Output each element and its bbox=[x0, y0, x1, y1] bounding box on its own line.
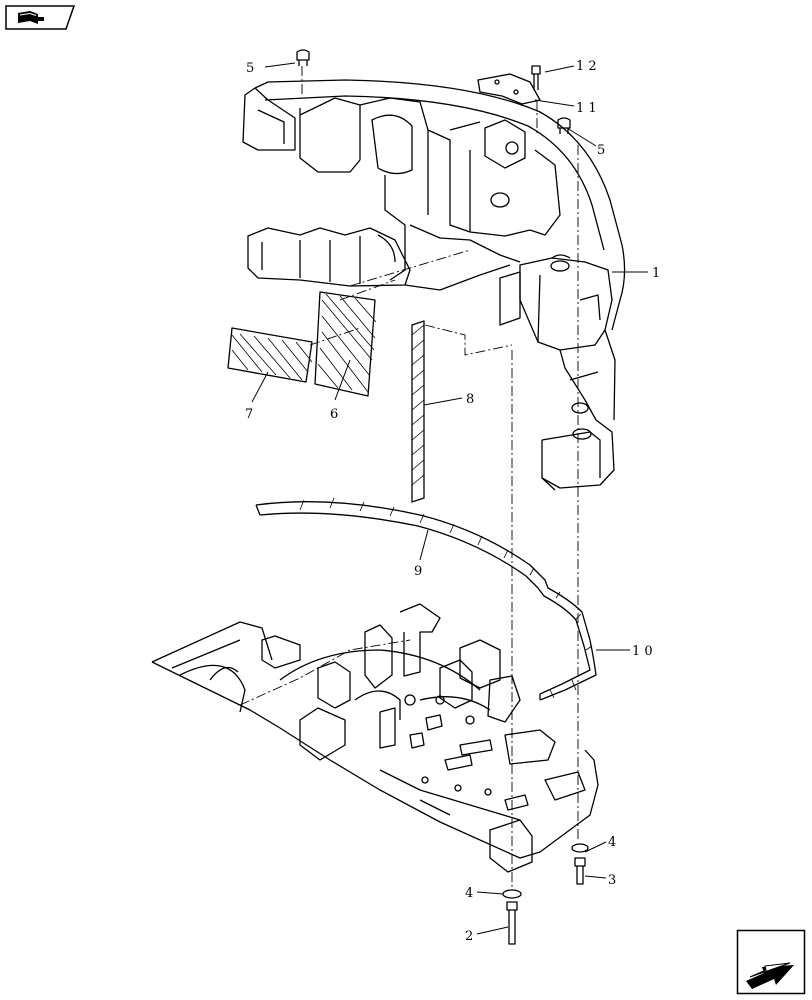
callout-11: 1 1 bbox=[576, 101, 597, 116]
back-to-index-button[interactable] bbox=[4, 4, 76, 31]
next-page-button[interactable] bbox=[736, 929, 806, 995]
leader-lines bbox=[251, 62, 648, 935]
pad-part-6 bbox=[314, 291, 376, 397]
callout-7: 7 bbox=[245, 407, 253, 422]
bottom-bolts bbox=[502, 843, 589, 945]
counterweight-part bbox=[242, 79, 626, 491]
alignment-lines bbox=[239, 66, 579, 890]
next-page-arrow-icon bbox=[736, 929, 806, 995]
callout-1: 1 bbox=[652, 266, 660, 281]
pad-part-7 bbox=[227, 327, 313, 383]
callout-12: 1 2 bbox=[576, 59, 597, 74]
callout-5-top-right: 5 bbox=[597, 143, 605, 158]
callout-2: 2 bbox=[465, 929, 473, 944]
callout-9: 9 bbox=[414, 564, 422, 579]
book-arrow-icon bbox=[5, 5, 76, 30]
bracket-plate-part bbox=[477, 73, 541, 105]
callout-4-right: 4 bbox=[608, 835, 616, 850]
strip-part-8 bbox=[411, 320, 425, 503]
callout-10: 1 0 bbox=[632, 644, 653, 659]
seal-strip-part bbox=[255, 501, 597, 701]
top-bolts bbox=[296, 49, 571, 134]
callout-3: 3 bbox=[608, 873, 616, 888]
callout-8: 8 bbox=[466, 392, 474, 407]
callout-6: 6 bbox=[330, 407, 338, 422]
callout-4-bottom: 4 bbox=[465, 886, 473, 901]
upper-frame-part bbox=[151, 603, 599, 873]
callout-5-top-left: 5 bbox=[246, 61, 254, 76]
